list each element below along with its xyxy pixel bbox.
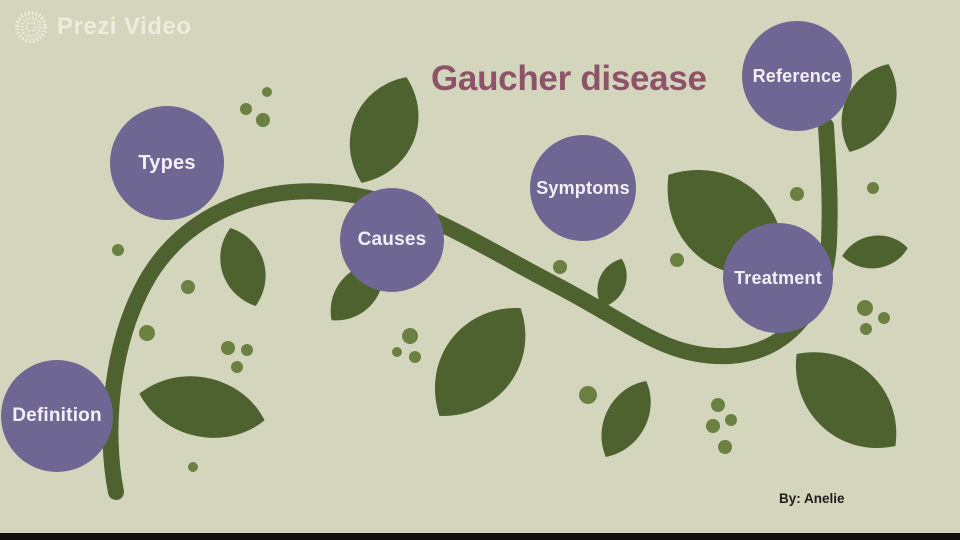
leaf-icon <box>587 371 665 467</box>
topic-node-definition[interactable]: Definition <box>1 360 113 472</box>
page-title: Gaucher disease <box>431 59 707 98</box>
topic-node-label: Causes <box>357 229 427 250</box>
topic-node-reference[interactable]: Reference <box>742 21 852 131</box>
author-credit: By: Anelie <box>779 491 845 506</box>
leaf-icon <box>133 364 271 450</box>
leaf-icon <box>840 231 910 273</box>
leaf-icon <box>332 64 436 196</box>
topic-node-label: Reference <box>752 65 842 86</box>
brand-name: Prezi Video <box>57 13 192 40</box>
leaf-icon <box>772 327 920 473</box>
topic-node-causes[interactable]: Causes <box>340 188 444 292</box>
berry-dots <box>112 87 890 472</box>
topic-node-label: Symptoms <box>536 177 630 198</box>
leaf-icon <box>210 221 276 313</box>
topic-node-label: Definition <box>12 405 102 426</box>
brand-header: Prezi Video <box>14 10 191 44</box>
topic-node-label: Types <box>138 151 196 174</box>
bottom-bar <box>0 533 960 540</box>
leaf-icon <box>410 286 550 438</box>
prezi-logo-icon <box>15 11 47 43</box>
topic-node-label: Treatment <box>734 267 822 288</box>
topic-node-treatment[interactable]: Treatment <box>723 223 833 333</box>
topic-node-types[interactable]: Types <box>110 106 224 220</box>
topic-node-symptoms[interactable]: Symptoms <box>530 135 636 241</box>
